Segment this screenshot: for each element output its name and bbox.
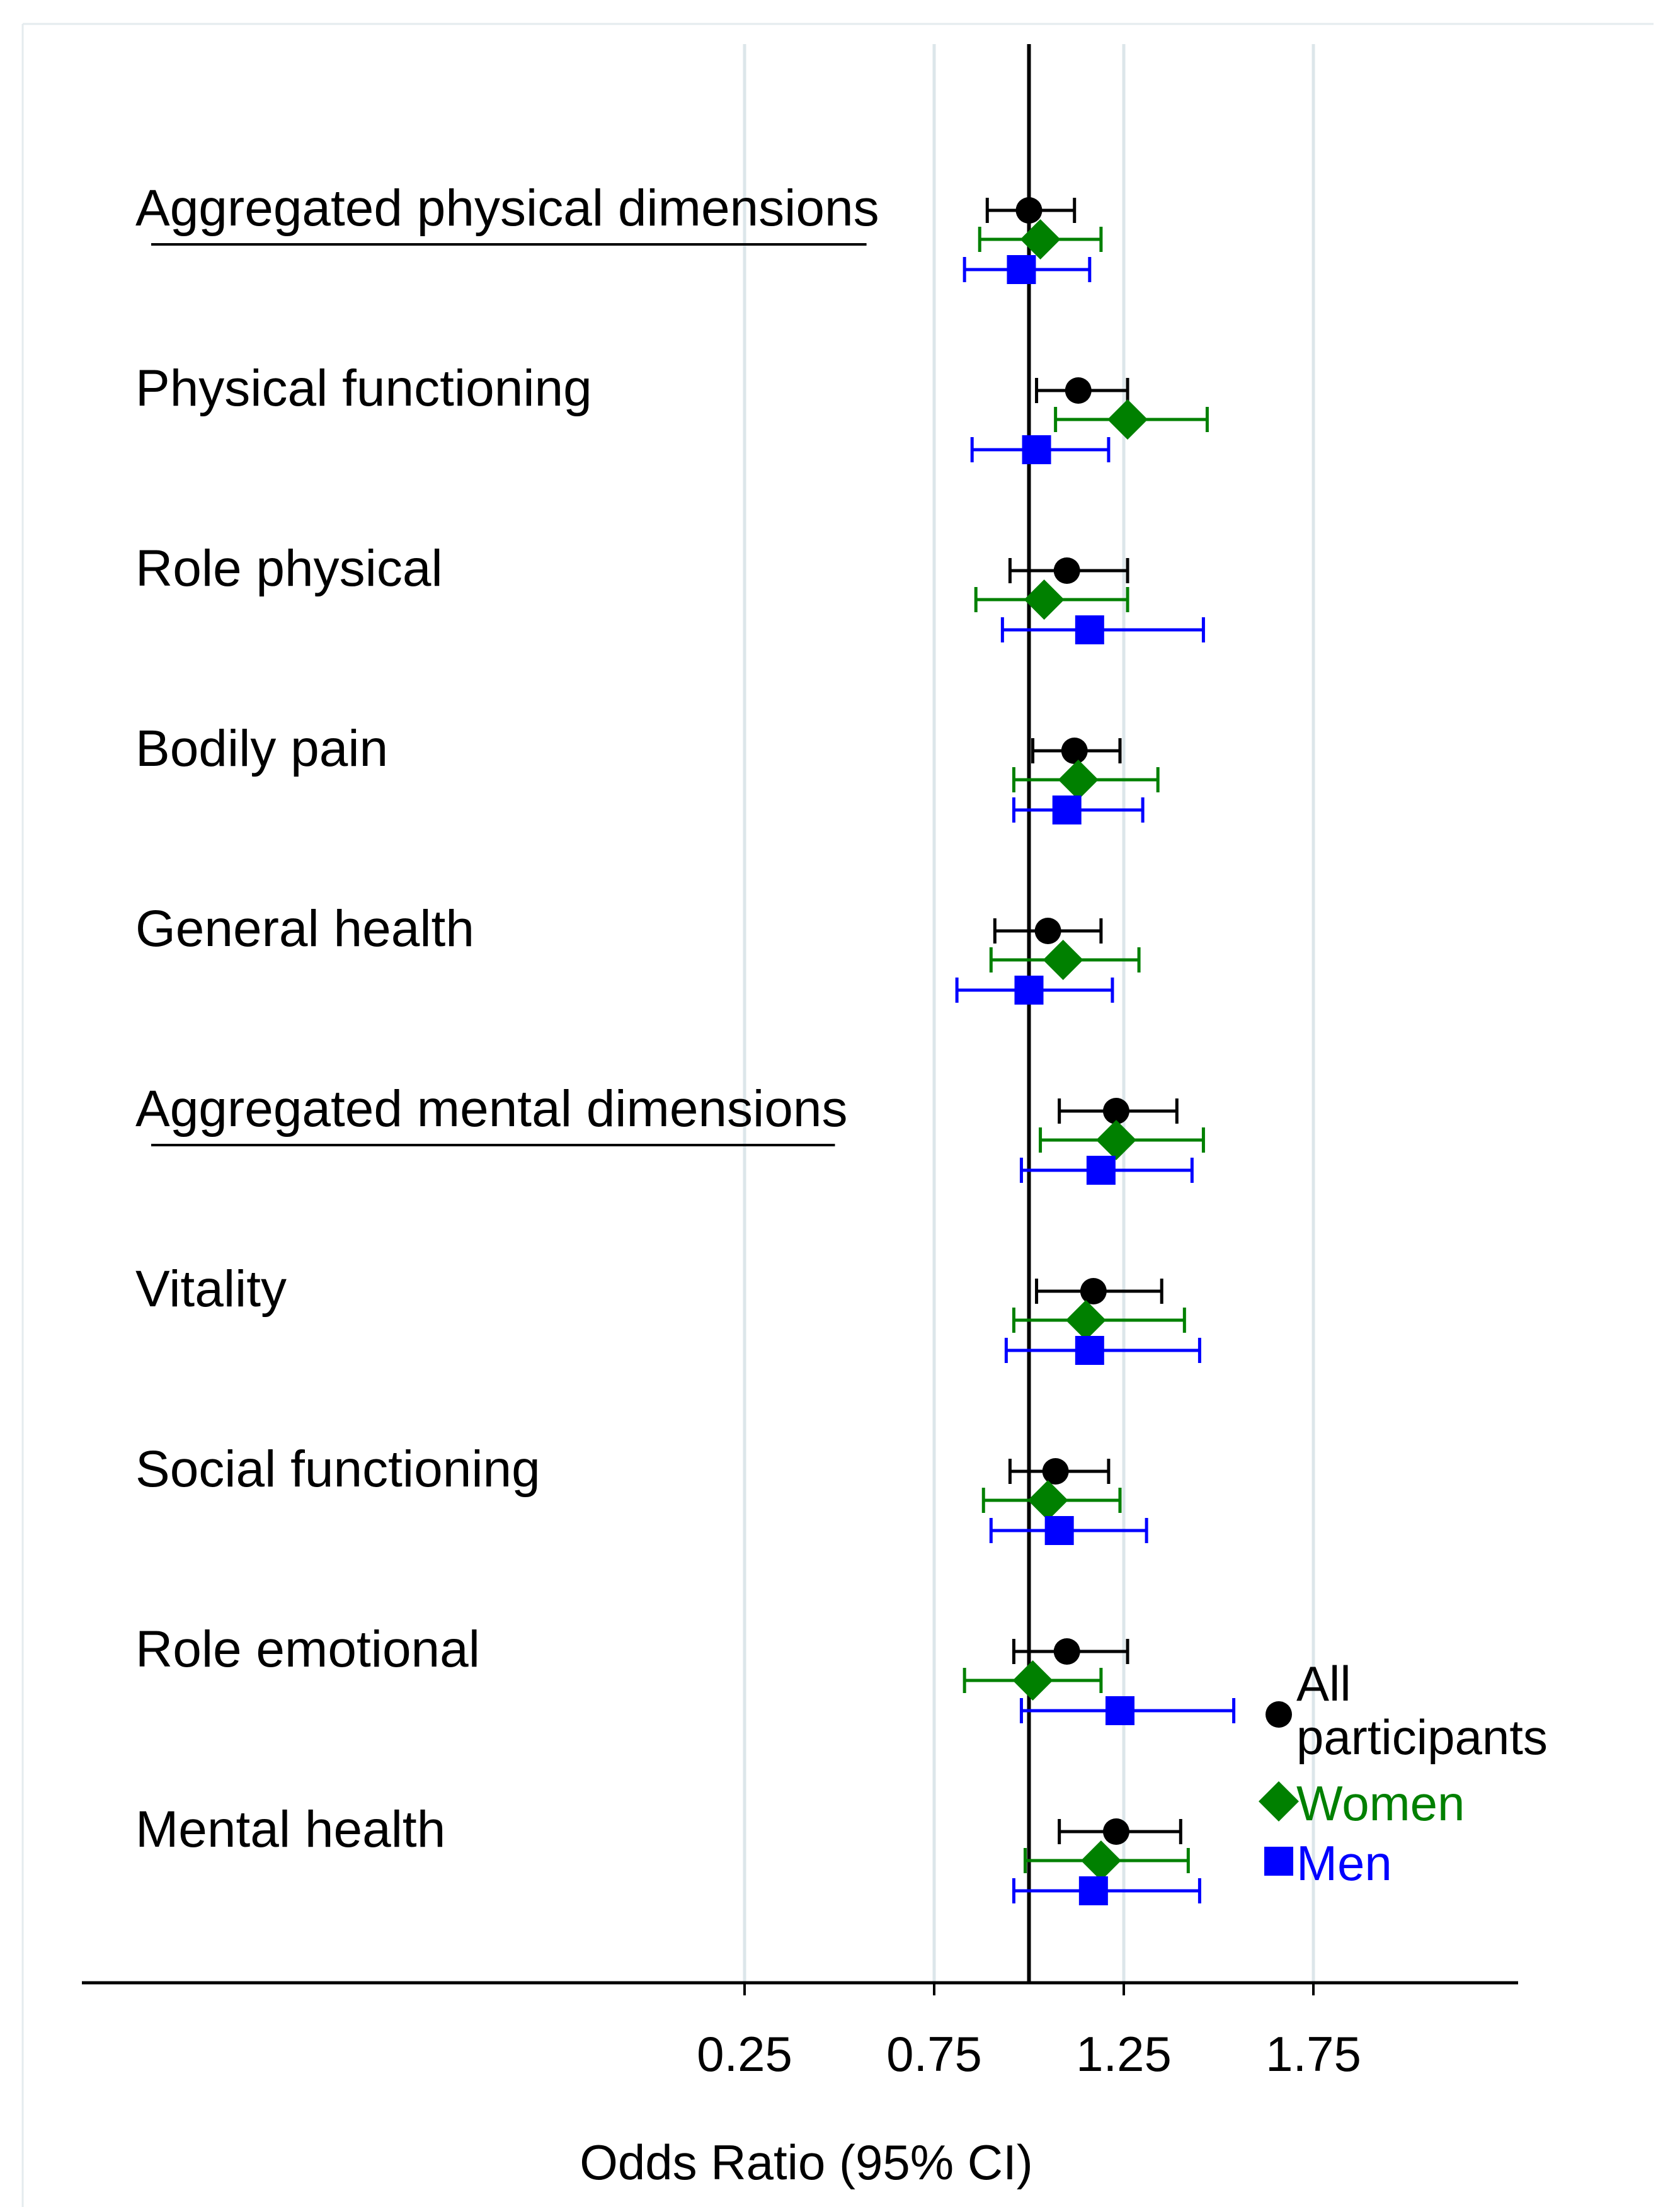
series-diamond: [963, 219, 1209, 1881]
point-marker: [1044, 1516, 1074, 1545]
grid-lines: [743, 44, 1315, 1983]
series-circle: [985, 197, 1182, 1845]
category-label-2: Role physical: [135, 540, 443, 597]
x-tick-label-1: 0.75: [886, 2026, 982, 2082]
legend-label: participants: [1296, 1709, 1548, 1765]
point-marker: [1105, 1696, 1134, 1725]
point-marker: [1075, 1336, 1104, 1365]
category-label-5: Aggregated mental dimensions: [135, 1080, 847, 1138]
point-marker: [1052, 796, 1082, 824]
legend-label: Men: [1296, 1835, 1392, 1891]
category-label-8: Role emotional: [135, 1621, 480, 1678]
category-label-9: Mental health: [135, 1801, 445, 1858]
point-marker: [1020, 219, 1061, 259]
series-square: [955, 255, 1236, 1905]
point-marker: [1080, 1278, 1107, 1304]
point-marker: [1022, 435, 1051, 464]
point-marker: [1027, 1480, 1068, 1520]
point-marker: [1102, 1098, 1129, 1124]
point-marker: [1061, 738, 1088, 764]
legend-label: All: [1296, 1656, 1351, 1711]
point-marker: [1053, 1638, 1080, 1665]
point-marker: [1014, 976, 1044, 1005]
point-marker: [1065, 1300, 1106, 1340]
point-marker: [1086, 1156, 1116, 1185]
point-marker: [1095, 1120, 1136, 1160]
category-label-6: Vitality: [135, 1260, 287, 1318]
x-tick-label-3: 1.75: [1266, 2026, 1361, 2082]
point-marker: [1102, 1818, 1129, 1845]
x-axis: 0.25 0.75 1.25 1.75: [82, 1981, 1518, 2082]
category-label-7: Social functioning: [135, 1440, 540, 1498]
legend-item-square: Men: [1264, 1835, 1392, 1891]
point-marker: [1078, 1876, 1108, 1905]
category-label-1: Physical functioning: [135, 360, 592, 417]
point-marker: [1075, 615, 1104, 644]
point-marker: [1024, 579, 1065, 620]
legend-marker: [1266, 1701, 1292, 1728]
x-tick-label-2: 1.25: [1076, 2026, 1172, 2082]
x-axis-title: Odds Ratio (95% CI): [580, 2135, 1033, 2190]
point-marker: [1012, 1660, 1053, 1701]
legend-item-diamond: Women: [1259, 1776, 1465, 1831]
series-group: [955, 197, 1236, 1905]
point-marker: [1015, 197, 1043, 224]
legend-marker: [1259, 1781, 1299, 1822]
point-marker: [1007, 255, 1036, 284]
point-marker: [1080, 1840, 1121, 1881]
legend-marker: [1264, 1847, 1293, 1876]
category-label-4: General health: [135, 900, 474, 957]
point-marker: [1034, 918, 1061, 944]
point-marker: [1043, 940, 1083, 980]
point-marker: [1107, 399, 1148, 440]
x-tick-label-0: 0.25: [697, 2026, 792, 2082]
point-marker: [1058, 760, 1099, 800]
category-label-3: Bodily pain: [135, 720, 388, 777]
point-marker: [1042, 1458, 1069, 1485]
point-marker: [1065, 377, 1092, 404]
category-label-0: Aggregated physical dimensions: [135, 180, 879, 237]
point-marker: [1053, 557, 1080, 584]
legend-label: Women: [1296, 1776, 1465, 1831]
